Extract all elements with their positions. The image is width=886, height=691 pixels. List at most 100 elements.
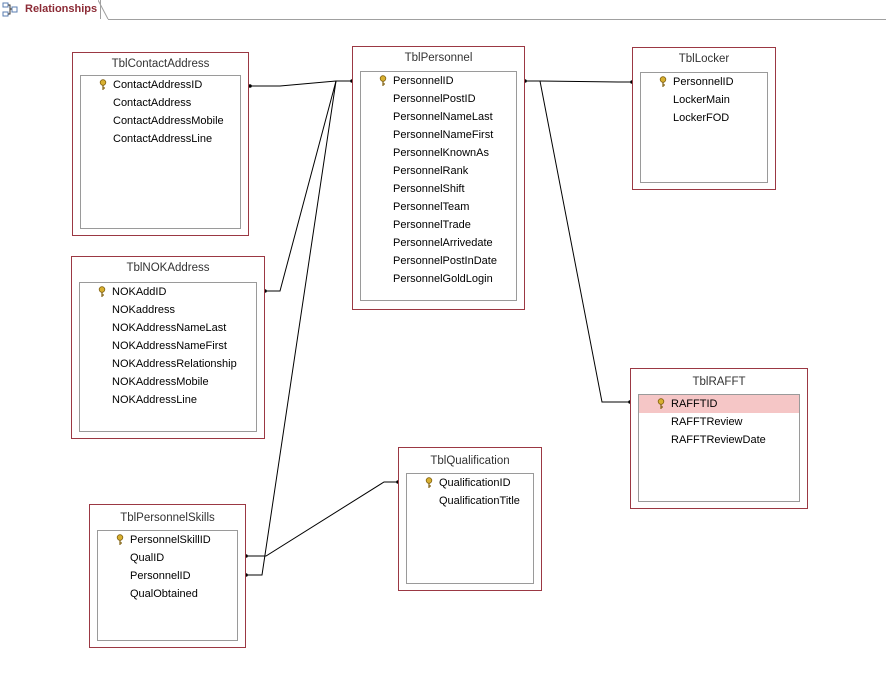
- field-name: QualificationTitle: [439, 495, 520, 507]
- primary-key-icon: [659, 76, 667, 87]
- field-row[interactable]: QualObtained: [98, 585, 237, 603]
- field-row[interactable]: NOKAddressRelationship: [80, 355, 256, 373]
- tab-bar: Relationships: [0, 0, 886, 20]
- field-name: NOKAddID: [112, 286, 167, 298]
- field-name: RAFFTReviewDate: [671, 434, 766, 446]
- field-row[interactable]: ContactAddressID: [81, 76, 240, 94]
- field-row[interactable]: NOKAddressMobile: [80, 373, 256, 391]
- primary-key-icon: [657, 398, 665, 409]
- field-row[interactable]: ContactAddress: [81, 94, 240, 112]
- field-row[interactable]: LockerFOD: [641, 109, 767, 127]
- field-row[interactable]: QualificationID: [407, 474, 533, 492]
- field-name: QualObtained: [130, 588, 198, 600]
- table-title[interactable]: TblQualification: [430, 455, 510, 467]
- field-row[interactable]: PersonnelShift: [361, 180, 516, 198]
- field-name: NOKAddressLine: [112, 394, 197, 406]
- field-name: PersonnelRank: [393, 165, 469, 177]
- field-row[interactable]: ContactAddressLine: [81, 130, 240, 148]
- field-name: ContactAddressMobile: [113, 115, 224, 127]
- field-name: PersonnelPostID: [393, 93, 476, 105]
- field-row[interactable]: NOKaddress: [80, 301, 256, 319]
- field-row[interactable]: PersonnelID: [98, 567, 237, 585]
- field-list[interactable]: QualificationID QualificationTitle: [406, 473, 534, 584]
- field-name: PersonnelTeam: [393, 201, 470, 213]
- field-row[interactable]: PersonnelID: [641, 73, 767, 91]
- table-contact-address[interactable]: TblContactAddress ContactAddressID Conta…: [72, 52, 249, 236]
- field-row[interactable]: PersonnelRank: [361, 162, 516, 180]
- table-title[interactable]: TblRAFFT: [692, 376, 746, 388]
- field-row[interactable]: RAFFTReview: [639, 413, 799, 431]
- field-row-selected[interactable]: RAFFTID: [639, 395, 799, 413]
- field-row[interactable]: QualID: [98, 549, 237, 567]
- table-personnel[interactable]: TblPersonnel PersonnelID PersonnelPostID…: [352, 46, 525, 310]
- field-name: PersonnelID: [393, 75, 454, 87]
- field-row[interactable]: NOKAddID: [80, 283, 256, 301]
- field-row[interactable]: PersonnelNameLast: [361, 108, 516, 126]
- field-name: PersonnelNameLast: [393, 111, 493, 123]
- field-row[interactable]: ContactAddressMobile: [81, 112, 240, 130]
- field-list[interactable]: NOKAddID NOKaddress NOKAddressNameLast N…: [79, 282, 257, 432]
- primary-key-icon: [116, 534, 124, 545]
- field-name: NOKAddressMobile: [112, 376, 209, 388]
- field-name: PersonnelShift: [393, 183, 465, 195]
- field-name: PersonnelPostInDate: [393, 255, 497, 267]
- field-name: NOKAddressNameLast: [112, 322, 227, 334]
- field-row[interactable]: NOKAddressNameFirst: [80, 337, 256, 355]
- field-name: NOKAddressRelationship: [112, 358, 237, 370]
- primary-key-icon: [98, 286, 106, 297]
- relationships-icon: [2, 2, 18, 17]
- table-locker[interactable]: TblLocker PersonnelID LockerMain LockerF…: [632, 47, 776, 190]
- tab-edge: [98, 0, 109, 20]
- field-name: RAFFTID: [671, 398, 718, 410]
- field-name: PersonnelGoldLogin: [393, 273, 493, 285]
- field-row[interactable]: RAFFTReviewDate: [639, 431, 799, 449]
- table-qualification[interactable]: TblQualification QualificationID Qualifi…: [398, 447, 542, 591]
- field-row[interactable]: PersonnelKnownAs: [361, 144, 516, 162]
- field-list[interactable]: ContactAddressID ContactAddress ContactA…: [80, 75, 241, 229]
- field-row[interactable]: PersonnelTrade: [361, 216, 516, 234]
- field-row[interactable]: PersonnelID: [361, 72, 516, 90]
- field-name: ContactAddressLine: [113, 133, 213, 145]
- field-name: PersonnelID: [673, 76, 734, 88]
- table-title[interactable]: TblNOKAddress: [126, 262, 210, 274]
- field-name: ContactAddressID: [113, 79, 203, 91]
- field-row[interactable]: LockerMain: [641, 91, 767, 109]
- field-name: LockerMain: [673, 94, 730, 106]
- field-row[interactable]: PersonnelNameFirst: [361, 126, 516, 144]
- table-title[interactable]: TblLocker: [678, 53, 730, 65]
- field-row[interactable]: PersonnelGoldLogin: [361, 270, 516, 288]
- table-personnel-skills[interactable]: TblPersonnelSkills PersonnelSkillID Qual…: [89, 504, 246, 648]
- field-name: PersonnelNameFirst: [393, 129, 494, 141]
- field-row[interactable]: PersonnelPostID: [361, 90, 516, 108]
- field-name: QualificationID: [439, 477, 511, 489]
- primary-key-icon: [379, 75, 387, 86]
- field-row[interactable]: PersonnelSkillID: [98, 531, 237, 549]
- field-name: NOKAddressNameFirst: [112, 340, 227, 352]
- tab-baseline: [108, 19, 886, 20]
- field-name: PersonnelSkillID: [130, 534, 211, 546]
- tab-relationships[interactable]: Relationships: [0, 0, 101, 19]
- field-list[interactable]: RAFFTID RAFFTReview RAFFTReviewDate: [638, 394, 800, 502]
- table-title[interactable]: TblContactAddress: [111, 58, 210, 70]
- field-row[interactable]: QualificationTitle: [407, 492, 533, 510]
- field-list[interactable]: PersonnelID PersonnelPostID PersonnelNam…: [360, 71, 517, 301]
- field-name: RAFFTReview: [671, 416, 743, 428]
- field-row[interactable]: PersonnelTeam: [361, 198, 516, 216]
- table-title[interactable]: TblPersonnelSkills: [120, 512, 215, 524]
- field-name: LockerFOD: [673, 112, 730, 124]
- field-row[interactable]: NOKAddressNameLast: [80, 319, 256, 337]
- field-name: QualID: [130, 552, 165, 564]
- primary-key-icon: [425, 477, 433, 488]
- field-row[interactable]: NOKAddressLine: [80, 391, 256, 409]
- table-nok-address[interactable]: TblNOKAddress NOKAddID NOKaddress NOKAdd…: [71, 256, 265, 439]
- field-name: ContactAddress: [113, 97, 192, 109]
- field-row[interactable]: PersonnelPostInDate: [361, 252, 516, 270]
- table-rafft[interactable]: TblRAFFT RAFFTID RAFFTReview RAFFTReview…: [630, 368, 808, 509]
- field-name: PersonnelID: [130, 570, 191, 582]
- field-row[interactable]: PersonnelArrivedate: [361, 234, 516, 252]
- field-list[interactable]: PersonnelID LockerMain LockerFOD: [640, 72, 768, 183]
- field-name: PersonnelTrade: [393, 219, 471, 231]
- table-title[interactable]: TblPersonnel: [404, 52, 473, 64]
- field-name: NOKaddress: [112, 304, 175, 316]
- field-list[interactable]: PersonnelSkillID QualID PersonnelID Qual…: [97, 530, 238, 641]
